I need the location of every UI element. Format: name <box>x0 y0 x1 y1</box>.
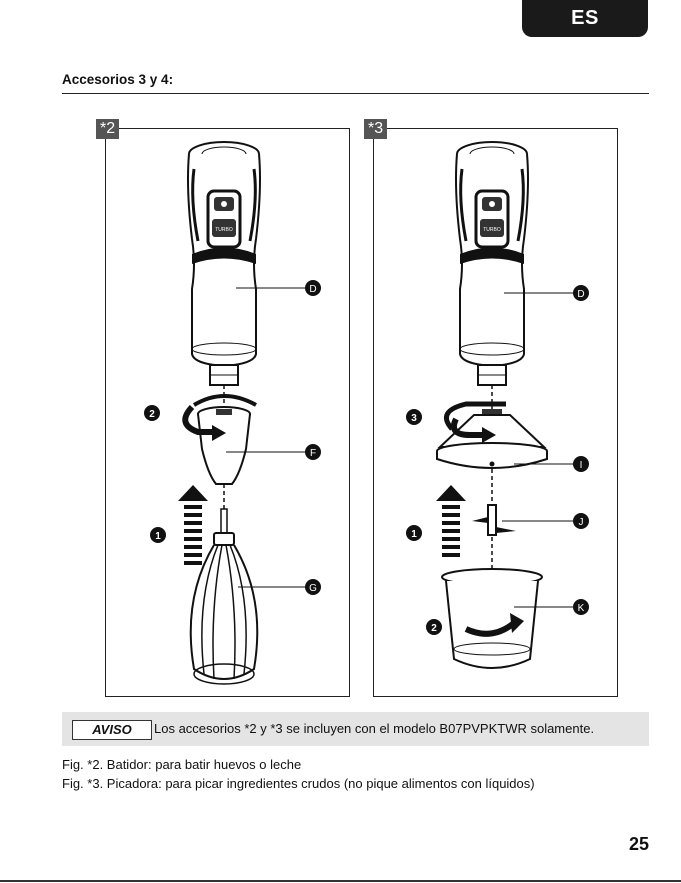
turbo-label: TURBO <box>215 227 233 233</box>
hand-blender-motor: TURBO <box>188 142 260 385</box>
svg-text:2: 2 <box>431 623 437 634</box>
chopper-illustration: TURBO <box>374 129 617 696</box>
chopper-bowl <box>442 569 542 668</box>
figure-badge: *2 <box>96 119 119 139</box>
callout-G: G <box>305 579 321 595</box>
whisk-illustration: TURBO <box>106 129 349 696</box>
step-2-callout: 2 <box>426 619 442 635</box>
language-tab: ES <box>522 0 648 37</box>
figure-caption: Fig. *3. Picadora: para picar ingredient… <box>62 776 535 791</box>
figure-badge: *3 <box>364 119 387 139</box>
callout-D: D <box>573 285 589 301</box>
svg-text:I: I <box>580 460 583 471</box>
chopper-blade <box>472 505 516 535</box>
page-number: 25 <box>629 834 649 855</box>
svg-text:F: F <box>310 448 316 459</box>
svg-text:G: G <box>309 583 317 594</box>
step-2-callout: 2 <box>144 405 160 421</box>
svg-text:D: D <box>309 284 316 295</box>
section-title: Accesorios 3 y 4: <box>62 72 173 87</box>
notice-text: Los accesorios *2 y *3 se incluyen con e… <box>154 721 594 736</box>
step-3-callout: 3 <box>406 409 422 425</box>
figure-caption: Fig. *2. Batidor: para batir huevos o le… <box>62 757 301 772</box>
insert-up-arrow-icon <box>178 485 208 565</box>
turbo-label: TURBO <box>483 227 501 233</box>
svg-text:3: 3 <box>411 413 417 424</box>
svg-text:D: D <box>577 289 584 300</box>
callout-I: I <box>573 456 589 472</box>
whisk-attachment <box>191 509 258 684</box>
callout-K: K <box>573 599 589 615</box>
callout-D: D <box>305 280 321 296</box>
insert-up-arrow-icon <box>436 485 466 557</box>
notice-box: AVISO Los accesorios *2 y *3 se incluyen… <box>62 712 649 746</box>
svg-text:2: 2 <box>149 409 155 420</box>
callout-J: J <box>573 513 589 529</box>
hand-blender-motor: TURBO <box>456 142 528 385</box>
svg-text:1: 1 <box>411 529 417 540</box>
title-divider <box>62 93 649 94</box>
callout-F: F <box>305 444 321 460</box>
svg-text:K: K <box>578 603 585 614</box>
bottom-divider <box>0 880 681 882</box>
figure-chopper-panel: TURBO <box>373 128 618 697</box>
svg-text:1: 1 <box>155 531 161 542</box>
step-1-callout: 1 <box>150 527 166 543</box>
svg-text:J: J <box>579 517 584 528</box>
whisk-gearbox <box>198 407 250 484</box>
figure-whisk-panel: TURBO <box>105 128 350 697</box>
notice-label: AVISO <box>72 720 152 740</box>
step-1-callout: 1 <box>406 525 422 541</box>
